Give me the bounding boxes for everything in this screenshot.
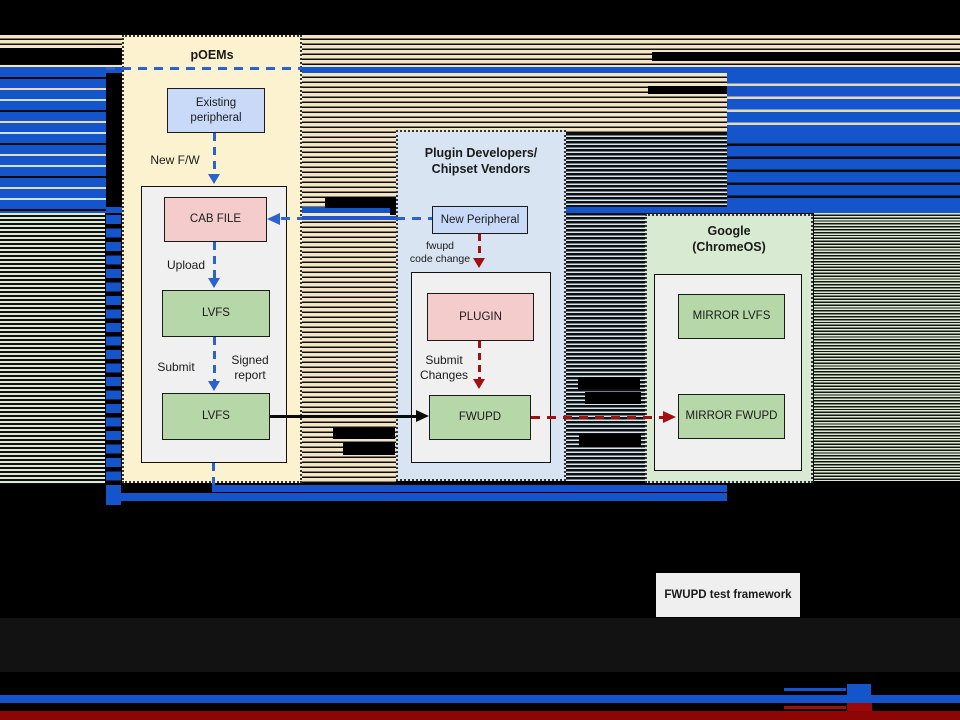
cab-file-node: CAB FILE	[164, 197, 267, 242]
glitch-tan-band-right	[302, 73, 727, 133]
fwupd-node: FWUPD	[429, 395, 531, 440]
lvfs-upload-label: LVFS	[202, 307, 230, 320]
new-peripheral-to-cab-dashes	[396, 217, 432, 220]
plugin-vendors-title: Plugin Developers/ Chipset Vendors	[396, 146, 566, 177]
glitch-blue-bands-upper	[727, 73, 960, 133]
glitch-bottom-blue-bar	[106, 493, 727, 501]
submit-label: Submit	[157, 360, 195, 374]
lvfs-upload-node: LVFS	[162, 290, 270, 337]
submit-changes-label: Submit Changes	[416, 353, 472, 383]
cab-file-label: CAB FILE	[189, 213, 242, 226]
new-peripheral-label: New Peripheral	[440, 213, 520, 226]
glitch-blue-thin-line	[784, 688, 846, 691]
cab-file-arrowhead-icon	[267, 213, 280, 225]
glitch-bottom-blue-bar	[212, 485, 727, 492]
fwupd-code-change-label: fwupd code change	[406, 240, 474, 265]
glitch-blue-dash-column	[106, 215, 121, 505]
google-title-line1: Google	[707, 224, 751, 238]
new-peripheral-to-cab-dashes	[281, 217, 302, 220]
mirror-fwupd-label: MIRROR FWUPD	[685, 410, 778, 423]
new-peripheral-node: New Peripheral	[432, 206, 528, 234]
glitch-bottom-red-strip	[0, 711, 960, 720]
google-title-line2: (ChromeOS)	[692, 239, 766, 254]
plugin-label: PLUGIN	[459, 310, 502, 323]
existing-peripheral-node: Existing peripheral	[167, 88, 265, 133]
lvfs-to-fwupd-line	[270, 415, 418, 418]
glitch-green-stripes-right	[814, 213, 960, 481]
upload-label: Upload	[166, 258, 206, 272]
lvfs-submit-label: LVFS	[202, 410, 230, 423]
poems-top-dashed-line	[106, 67, 302, 70]
plugin-vendors-title-line2: Chipset Vendors	[431, 161, 531, 176]
glitch-blue-line-top	[0, 67, 960, 73]
existing-peripheral-label: Existing peripheral	[190, 96, 242, 124]
fwupd-code-change-arrowhead-icon	[473, 258, 485, 268]
mirror-fwupd-node: MIRROR FWUPD	[678, 394, 785, 439]
glitch-redacted-bar	[343, 442, 395, 455]
fwupd-code-change-line1: fwupd	[425, 240, 455, 252]
new-fw-label: New F/W	[150, 153, 200, 167]
glitch-redacted-bar	[333, 428, 395, 439]
glitch-redacted-bar	[390, 200, 396, 215]
poems-bottom-dashed-line	[212, 463, 215, 487]
upload-arrowhead-icon	[208, 278, 220, 288]
fwupd-to-mirror-line	[531, 416, 663, 419]
fwupd-code-change-line2: code change	[409, 252, 471, 265]
glitch-red-thin-line	[784, 706, 846, 709]
new-peripheral-to-cab-solid	[302, 216, 396, 220]
glitch-blue-bands-lower	[727, 133, 960, 213]
fwupd-test-framework-label: FWUPD test framework	[664, 589, 792, 601]
fwupd-code-change-arrow-line	[478, 234, 481, 260]
glitch-redacted-bar	[579, 434, 641, 447]
submit-changes-arrowhead-icon	[473, 379, 485, 389]
glitch-blue-block-left	[0, 68, 106, 213]
glitch-redacted-bar	[652, 52, 960, 61]
lvfs-submit-node: LVFS	[162, 393, 270, 440]
plugin-vendors-title-line1: Plugin Developers/	[424, 146, 538, 160]
submit-changes-line1: Submit	[425, 353, 463, 367]
google-title: Google (ChromeOS)	[645, 224, 813, 255]
glitch-tan-band-mid	[302, 133, 396, 483]
fwupd-to-mirror-arrowhead-icon	[663, 411, 676, 423]
submit-changes-line2: Changes	[419, 368, 469, 382]
glitch-dark-band	[0, 618, 960, 672]
glitch-redacted-bar	[578, 377, 640, 389]
poems-title: pOEMs	[190, 48, 234, 62]
submit-arrow-line	[213, 337, 216, 381]
new-fw-arrow-line	[213, 133, 216, 177]
glitch-green-stripes-left	[0, 213, 105, 484]
glitch-redacted-bar	[585, 392, 641, 404]
glitch-bottom-blue-strip	[0, 695, 960, 703]
mirror-lvfs-node: MIRROR LVFS	[678, 294, 785, 339]
submit-arrowhead-icon	[208, 381, 220, 391]
lvfs-to-fwupd-arrowhead-icon	[416, 410, 429, 422]
glitch-black-patch	[0, 48, 122, 64]
signed-report-label: Signed report	[231, 353, 269, 382]
submit-changes-arrow-line	[478, 341, 481, 381]
fwupd-label: FWUPD	[458, 411, 502, 424]
plugin-node: PLUGIN	[427, 293, 534, 341]
fwupd-test-framework-box: FWUPD test framework	[656, 573, 800, 617]
mirror-lvfs-label: MIRROR LVFS	[692, 310, 771, 323]
upload-arrow-line	[213, 242, 216, 280]
new-fw-arrowhead-icon	[208, 174, 220, 184]
glitch-redacted-bar	[325, 197, 396, 208]
